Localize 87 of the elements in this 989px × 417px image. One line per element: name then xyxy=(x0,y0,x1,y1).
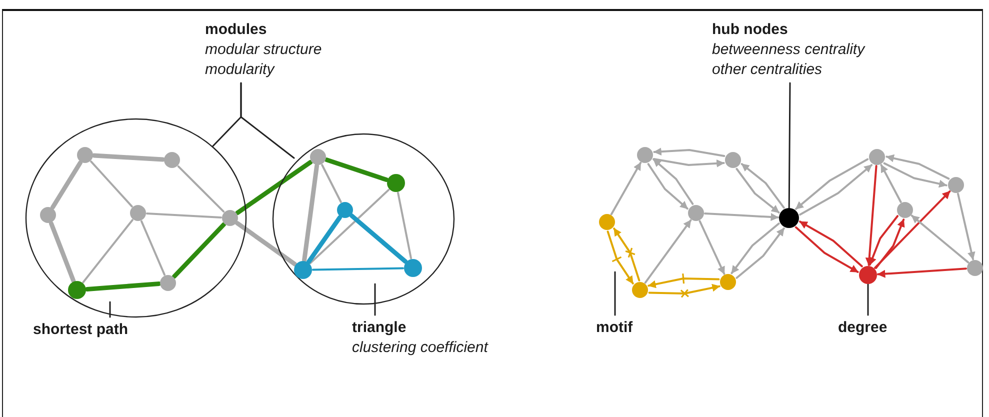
leader-line xyxy=(109,301,111,318)
connector-line xyxy=(177,165,225,213)
node-dot xyxy=(688,205,704,221)
connector-line xyxy=(321,164,342,203)
node-dot xyxy=(948,177,964,193)
connector-line xyxy=(350,214,408,264)
arrow xyxy=(652,158,694,205)
node-dot xyxy=(68,281,86,299)
arrow xyxy=(910,214,970,264)
node-dot xyxy=(387,174,405,192)
arrow xyxy=(647,163,688,210)
node-dot xyxy=(869,149,885,165)
arrow xyxy=(865,165,878,266)
arrow xyxy=(868,215,898,266)
arrow xyxy=(648,273,720,288)
connector-line xyxy=(235,160,313,216)
connector-line xyxy=(172,222,226,279)
arrow xyxy=(957,192,976,260)
node-dot xyxy=(632,282,648,298)
arrow xyxy=(613,228,640,282)
node-dot xyxy=(130,205,146,221)
arrow xyxy=(883,162,948,188)
connector-line xyxy=(82,219,134,284)
arrow xyxy=(880,164,902,203)
leader-line xyxy=(240,82,295,159)
node-dot xyxy=(222,210,238,226)
node-dot xyxy=(599,214,615,230)
node-dot xyxy=(859,266,877,284)
node-dot xyxy=(77,147,93,163)
arrow xyxy=(606,230,634,284)
node-dot xyxy=(637,147,653,163)
connector-line xyxy=(48,221,76,283)
arrow xyxy=(795,158,869,210)
connector-line xyxy=(140,220,166,276)
node-dot xyxy=(404,259,422,277)
arrow xyxy=(652,158,725,168)
node-dot xyxy=(310,149,326,165)
callout-note: other centralities xyxy=(712,60,822,80)
connector-line xyxy=(302,164,320,262)
callout-heading: shortest path xyxy=(33,320,128,340)
leader-line xyxy=(867,283,869,316)
node-dot xyxy=(160,275,176,291)
callout-note: clustering coefficient xyxy=(352,338,488,358)
connector-line xyxy=(324,158,389,182)
connector-line xyxy=(235,220,298,266)
node-dot xyxy=(897,202,913,218)
arrow xyxy=(874,190,951,269)
arrow xyxy=(886,154,950,180)
connector-line xyxy=(306,215,342,264)
callout-heading: hub nodes xyxy=(712,20,788,40)
node-dot xyxy=(720,274,736,290)
callout-note: betweenness centrality xyxy=(712,40,865,60)
arrow xyxy=(644,219,692,284)
node-dot xyxy=(779,208,799,228)
callout-note: modularity xyxy=(205,60,274,80)
arrow xyxy=(653,148,726,157)
node-dot xyxy=(294,261,312,279)
callout-heading: triangle xyxy=(352,318,406,338)
node-dot xyxy=(725,152,741,168)
arrow xyxy=(875,218,905,269)
connector-line xyxy=(312,267,404,271)
connector-line xyxy=(50,160,83,210)
node-dot xyxy=(337,202,353,218)
node-dot xyxy=(967,260,983,276)
arrow xyxy=(648,284,720,298)
arrow xyxy=(610,162,642,216)
leader-line xyxy=(374,283,376,316)
connector-line xyxy=(146,212,222,218)
arrow xyxy=(799,164,873,216)
connector-line xyxy=(84,281,162,292)
node-dot xyxy=(40,207,56,223)
leader-line xyxy=(614,271,616,316)
leader-line xyxy=(788,82,791,209)
connector-line xyxy=(92,153,166,162)
arrow xyxy=(704,212,779,221)
connector-line xyxy=(309,188,390,264)
connector-line xyxy=(397,192,412,260)
connector-line xyxy=(90,160,133,208)
arrow xyxy=(698,220,726,275)
arrow xyxy=(794,226,859,273)
callout-note: modular structure xyxy=(205,40,322,60)
callout-heading: modules xyxy=(205,20,267,40)
node-dot xyxy=(164,152,180,168)
arrow xyxy=(877,268,967,278)
callout-heading: motif xyxy=(596,318,633,338)
arrow xyxy=(799,220,863,268)
callout-heading: degree xyxy=(838,318,888,338)
